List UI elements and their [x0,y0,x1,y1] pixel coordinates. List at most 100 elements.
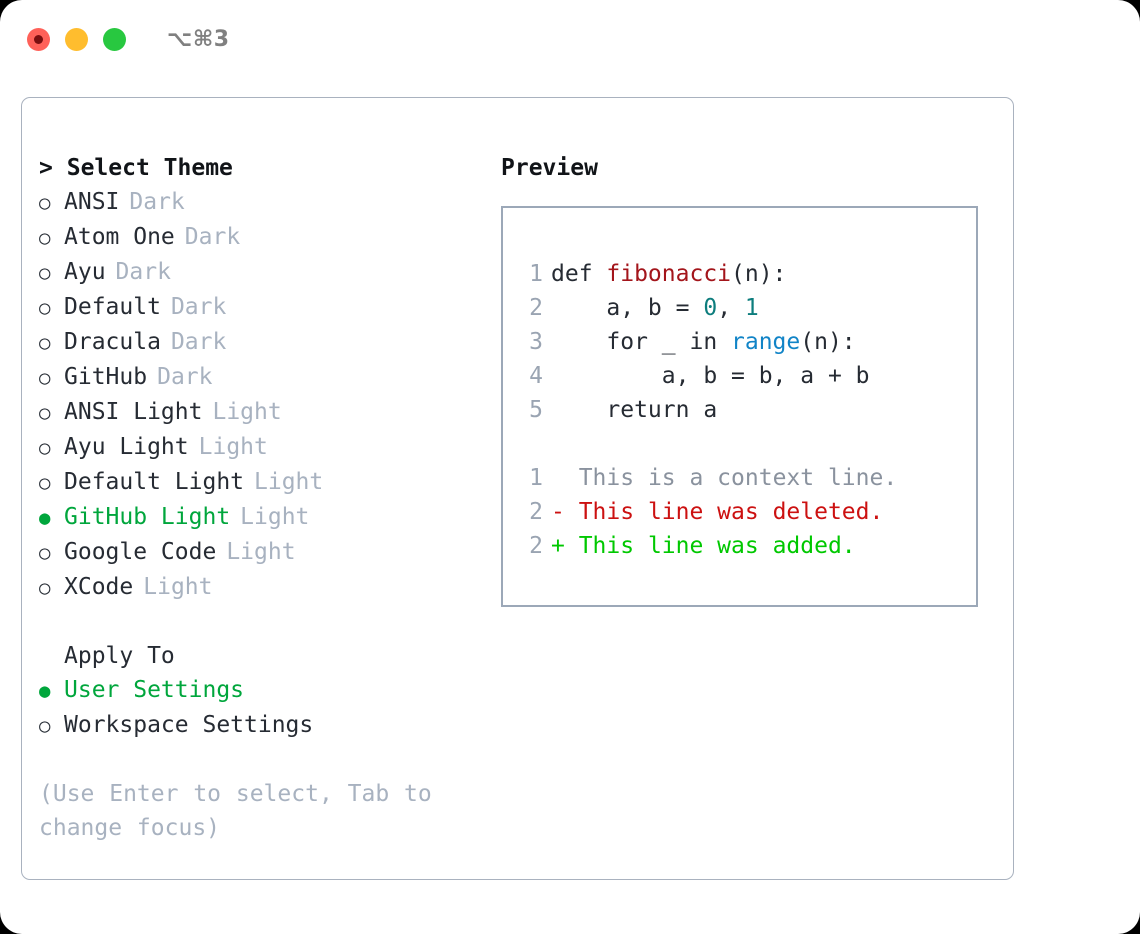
theme-option-label: GitHub Light [64,504,231,530]
code-token-num: 0 [703,295,718,321]
theme-option-label: XCode [64,574,134,600]
traffic-light-group [27,27,126,51]
theme-variant-tag: Dark [115,259,171,285]
close-button[interactable] [27,27,50,51]
diff-line-del: 2- This line was deleted. [503,495,976,529]
theme-option-label: Ayu [64,259,106,285]
title-bar: ⌥⌘3 [0,0,1140,78]
theme-option-ayu[interactable]: ○ Ayu Dark [39,255,469,290]
diff-line-number: 2 [529,499,543,525]
apply-to-option-label: User Settings [64,677,245,703]
apply-to-option-user-settings[interactable]: ● User Settings [39,673,469,708]
diff-line-add: 2 + This line was added. [503,529,976,563]
code-line-number: 5 [529,397,543,423]
apply-to-option-label: Workspace Settings [64,712,314,738]
theme-option-github[interactable]: ○ GitHub Dark [39,360,469,395]
radio-unselected-icon: ○ [39,192,51,214]
prompt-caret-icon: > [39,155,53,181]
code-token-plain: def [551,261,607,287]
theme-option-label: Default [64,294,161,320]
theme-option-google-code[interactable]: ○ Google Code Light [39,535,469,570]
code-line: 3 for _ in range(n): [503,325,976,359]
diff-line-text: This line was deleted. [578,499,884,525]
radio-unselected-icon: ○ [39,262,51,284]
diff-line-content: + This line was added. [551,529,856,563]
theme-option-atom-one[interactable]: ○ Atom One Dark [39,220,469,255]
keyboard-shortcut-label: ⌥⌘3 [167,26,230,52]
theme-variant-tag: Dark [129,189,185,215]
page-title: > Select Theme [39,151,469,185]
diff-line-ctx: 1 This is a context line. [503,461,976,495]
theme-variant-tag: Dark [170,294,227,320]
diff-line-number: 2 [529,533,543,559]
code-token-plain: for _ in [551,329,732,355]
code-line-content: for _ in range(n): [551,325,855,359]
theme-option-label: Atom One [64,224,175,250]
apply-to-title: ○Apply To [39,639,469,673]
diff-marker-icon: + [551,533,579,559]
theme-variant-tag: Light [198,434,268,460]
code-line-content: a, b = 0, 1 [551,291,758,325]
preview-title: Preview [501,155,598,181]
theme-variant-tag: Dark [157,364,213,390]
theme-option-ayu-light[interactable]: ○ Ayu Light Light [39,430,469,465]
apply-to-list: ● User Settings ○ Workspace Settings [39,673,469,743]
theme-option-default[interactable]: ○ Default Dark [39,290,469,325]
radio-unselected-icon: ○ [39,472,51,494]
theme-option-label: Google Code [64,539,217,565]
radio-unselected-icon: ○ [39,577,51,599]
code-line-number: 3 [529,329,543,355]
theme-option-label: Default Light [64,469,245,495]
theme-variant-tag: Light [143,574,213,600]
radio-unselected-icon: ○ [39,715,51,737]
theme-variant-tag: Dark [184,224,241,250]
diff-marker-icon: - [551,499,579,525]
diff-line-number: 1 [529,465,543,491]
code-line: 4 a, b = b, a + b [503,359,976,393]
code-line-number: 2 [529,295,543,321]
code-line: 2 a, b = 0, 1 [503,291,976,325]
theme-option-xcode[interactable]: ○ XCode Light [39,570,469,605]
radio-unselected-icon: ○ [39,367,51,389]
theme-option-label: Ayu Light [64,434,189,460]
code-line: 1 def fibonacci(n): [503,257,976,291]
theme-variant-tag: Light [226,539,296,565]
zoom-button[interactable] [103,27,126,51]
diff-sample: 1 This is a context line.2- This line wa… [503,461,976,563]
theme-option-label: GitHub [64,364,148,390]
radio-unselected-icon: ○ [39,437,51,459]
code-token-plain: (n): [731,261,787,287]
code-line-number: 1 [529,261,543,287]
code-token-fn: fibonacci [606,261,732,287]
apply-to-title-bullet-placeholder: ○ [39,639,64,673]
radio-unselected-icon: ○ [39,542,51,564]
theme-variant-tag: Light [212,399,282,425]
code-line-content: a, b = b, a + b [551,359,870,393]
apply-to-title-label: Apply To [64,643,175,669]
list-spacer [39,605,469,639]
apply-to-option-workspace-settings[interactable]: ○ Workspace Settings [39,708,469,743]
radio-unselected-icon: ○ [39,332,51,354]
radio-selected-icon: ● [39,680,51,702]
minimize-button[interactable] [65,27,88,51]
radio-unselected-icon: ○ [39,297,51,319]
code-line: 5 return a [503,393,976,427]
code-token-plain: , [717,295,745,321]
radio-unselected-icon: ○ [39,227,51,249]
code-token-call: range [731,329,801,355]
theme-variant-tag: Dark [170,329,227,355]
keyboard-hint: (Use Enter to select, Tab to change focu… [39,781,432,841]
diff-line-text: This is a context line. [578,465,898,491]
